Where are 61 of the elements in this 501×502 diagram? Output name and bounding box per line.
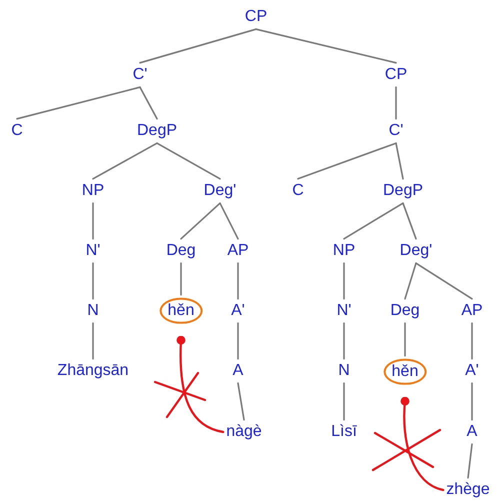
branch-line <box>16 86 141 120</box>
word-label: nàgè <box>225 422 263 442</box>
category-label: N' <box>84 242 102 260</box>
category-label: C' <box>388 122 404 140</box>
branch-line <box>404 322 406 357</box>
branch-line <box>395 142 404 180</box>
category-label: A' <box>464 362 480 380</box>
branch-line <box>415 262 473 300</box>
branch-line <box>92 262 94 300</box>
branch-line <box>139 28 257 64</box>
movement-line <box>176 336 224 434</box>
category-label: A <box>232 362 244 380</box>
category-label: CP <box>244 8 268 26</box>
category-label: C <box>10 122 24 140</box>
branch-line <box>180 202 221 240</box>
category-label: AP <box>460 302 484 320</box>
branch-line <box>402 202 417 240</box>
category-label: Deg' <box>398 242 434 260</box>
branch-line <box>471 382 473 421</box>
category-label: N <box>337 362 351 380</box>
branch-line <box>404 262 417 300</box>
category-label: NP <box>332 242 356 260</box>
movement-line <box>400 396 444 492</box>
category-label: Deg <box>165 242 197 260</box>
branch-line <box>471 322 473 360</box>
category-label: C' <box>132 66 148 84</box>
branch-line <box>297 142 397 180</box>
branch-line <box>92 142 158 180</box>
branch-line <box>237 262 239 300</box>
branch-line <box>139 86 158 120</box>
circled-word: hěn <box>160 298 202 324</box>
category-label: DegP <box>136 122 178 140</box>
branch-line <box>343 262 345 300</box>
category-label: A' <box>230 302 246 320</box>
branch-line <box>237 382 245 421</box>
branch-line <box>219 202 239 240</box>
branch-line <box>255 28 397 64</box>
branch-line <box>180 262 182 296</box>
branch-line <box>92 202 94 240</box>
category-label: N <box>86 302 100 320</box>
category-label: C <box>291 182 305 200</box>
branch-line <box>156 142 221 180</box>
category-label: DegP <box>382 182 424 200</box>
word-label: zhège <box>445 480 491 500</box>
word-label: Lìsī <box>330 422 358 442</box>
category-label: AP <box>226 242 250 260</box>
branch-line <box>395 86 397 120</box>
category-label: A <box>466 422 478 442</box>
word-label: Zhāngsān <box>56 362 130 380</box>
branch-line <box>343 382 345 421</box>
branch-line <box>237 322 239 360</box>
category-label: Deg' <box>202 182 238 200</box>
branch-line <box>343 322 345 360</box>
category-label: N' <box>336 302 352 320</box>
branch-line <box>343 202 404 240</box>
category-label: NP <box>80 182 106 200</box>
branch-line <box>467 443 473 479</box>
branch-line <box>92 322 94 360</box>
category-label: CP <box>384 66 408 84</box>
category-label: Deg <box>389 302 421 320</box>
circled-word: hěn <box>384 358 426 386</box>
